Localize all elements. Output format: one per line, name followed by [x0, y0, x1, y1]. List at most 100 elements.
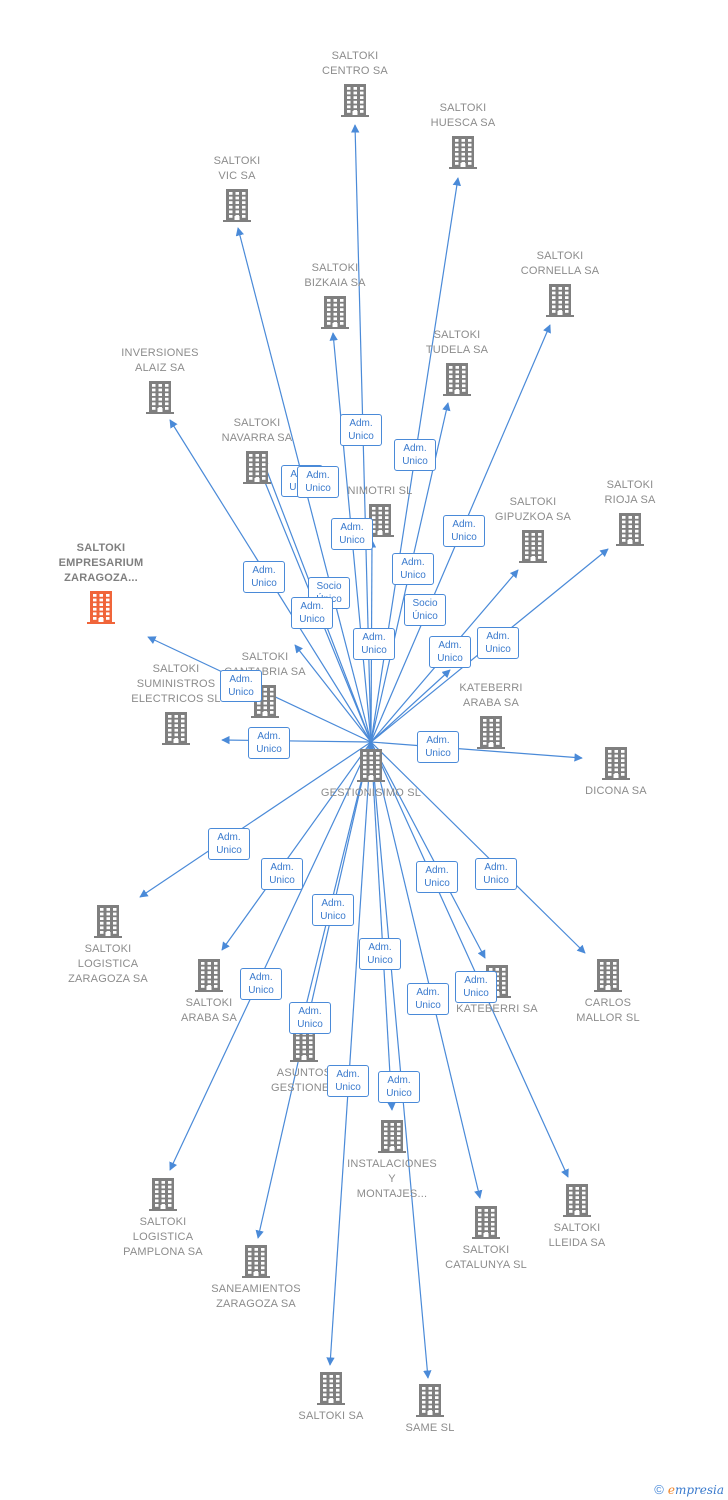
edge-to-saneamientos: [255, 741, 372, 1239]
building-icon: [101, 711, 251, 745]
node-suministros[interactable]: SALTOKI SUMINISTROS ELECTRICOS SL: [101, 662, 251, 745]
node-saltoki_sa[interactable]: SALTOKI SA: [256, 1371, 406, 1424]
node-label[interactable]: INVERSIONES ALAIZ SA: [121, 347, 199, 374]
role-badge-centro[interactable]: Adm. Unico: [340, 414, 382, 446]
node-label[interactable]: ASUNTOS GESTIONES: [271, 1067, 337, 1094]
building-icon: [416, 715, 566, 749]
node-label[interactable]: SALTOKI EMPRESARIUM ZARAGOZA...: [58, 542, 144, 584]
brand-logo[interactable]: empresia: [667, 1483, 724, 1497]
node-label[interactable]: SALTOKI ARABA SA: [180, 997, 237, 1024]
node-vic[interactable]: SALTOKI VIC SA: [162, 154, 312, 222]
building-icon: [388, 135, 538, 169]
node-lleida[interactable]: SALTOKI LLEIDA SA: [502, 1183, 652, 1251]
node-label[interactable]: SALTOKI CORNELLA SA: [520, 250, 600, 277]
node-label[interactable]: SALTOKI SA: [298, 1410, 364, 1422]
node-label[interactable]: SALTOKI GIPUZKOA SA: [494, 496, 572, 523]
footer-credit: ©empresia: [654, 1482, 724, 1497]
node-label[interactable]: SALTOKI VIC SA: [213, 155, 261, 182]
building-icon: [355, 1383, 505, 1417]
role-badge-tudela[interactable]: Adm. Unico: [392, 553, 434, 585]
role-badge-cantabria[interactable]: Adm. Unico: [291, 597, 333, 629]
node-label[interactable]: SALTOKI LOGISTICA PAMPLONA SA: [123, 1216, 203, 1258]
node-label[interactable]: SALTOKI SUMINISTROS ELECTRICOS SL: [131, 663, 221, 705]
role-badge-cornella[interactable]: Adm. Unico: [443, 515, 485, 547]
role-badge-carlos[interactable]: Adm. Unico: [475, 858, 517, 890]
node-asuntos[interactable]: ASUNTOS GESTIONES: [229, 1028, 379, 1096]
node-gestionisimo[interactable]: GESTIONISIMO SL: [296, 748, 446, 801]
node-cornella[interactable]: SALTOKI CORNELLA SA: [485, 249, 635, 317]
role-badge-same[interactable]: Adm. Unico: [378, 1071, 420, 1103]
role-badge-huesca[interactable]: Adm. Unico: [394, 439, 436, 471]
node-centro[interactable]: SALTOKI CENTRO SA: [280, 49, 430, 117]
node-nimotri[interactable]: NIMOTRI SL: [305, 484, 455, 537]
node-dicona[interactable]: DICONA SA: [541, 746, 691, 799]
node-label[interactable]: SALTOKI NAVARRA SA: [221, 417, 293, 444]
edge-to-log_pamplona: [169, 741, 372, 1171]
role-badge-kateberri[interactable]: Adm. Unico: [416, 861, 458, 893]
node-label[interactable]: DICONA SA: [585, 785, 647, 797]
node-bizkaia[interactable]: SALTOKI BIZKAIA SA: [260, 261, 410, 329]
role-badge-navarra[interactable]: Adm. Unico: [297, 466, 339, 498]
edge-to-cantabria: [294, 644, 372, 743]
role-badge-vic[interactable]: Adm. Unico: [353, 628, 395, 660]
node-label[interactable]: CARLOS MALLOR SL: [576, 997, 640, 1024]
node-label[interactable]: SALTOKI TUDELA SA: [425, 329, 489, 356]
role-badge-alaiz[interactable]: Adm. Unico: [243, 561, 285, 593]
edge-to-araba: [221, 741, 372, 951]
building-icon: [485, 283, 635, 317]
node-alaiz[interactable]: INVERSIONES ALAIZ SA: [85, 346, 235, 414]
role-badge-rioja[interactable]: Adm. Unico: [477, 627, 519, 659]
role-badge-empresarium[interactable]: Adm. Unico: [220, 670, 262, 702]
node-log_zaragoza[interactable]: SALTOKI LOGISTICA ZARAGOZA SA: [33, 904, 183, 987]
node-same[interactable]: SAME SL: [355, 1383, 505, 1436]
node-araba[interactable]: SALTOKI ARABA SA: [134, 958, 284, 1026]
node-label[interactable]: NIMOTRI SL: [347, 485, 413, 497]
node-label[interactable]: SAME SL: [405, 1422, 455, 1434]
node-huesca[interactable]: SALTOKI HUESCA SA: [388, 101, 538, 169]
building-icon: [229, 1028, 379, 1062]
role-badge-dicona[interactable]: Adm. Unico: [417, 731, 459, 763]
edge-to-kateberri: [370, 741, 486, 959]
node-label[interactable]: SALTOKI HUESCA SA: [430, 102, 496, 129]
role-badge-log_pamplona[interactable]: Adm. Unico: [240, 968, 282, 1000]
building-icon: [502, 1183, 652, 1217]
node-label[interactable]: KATEBERRI ARABA SA: [459, 682, 523, 709]
edge-to-dicona: [370, 741, 583, 762]
node-instalaciones[interactable]: INSTALACIONES Y MONTAJES...: [317, 1119, 467, 1202]
node-label[interactable]: SALTOKI LLEIDA SA: [548, 1222, 606, 1249]
node-label[interactable]: SALTOKI BIZKAIA SA: [304, 262, 366, 289]
node-rioja[interactable]: SALTOKI RIOJA SA: [555, 478, 705, 546]
role-badge-araba[interactable]: Adm. Unico: [261, 858, 303, 890]
node-label[interactable]: INSTALACIONES Y MONTAJES...: [347, 1158, 437, 1200]
role-badge-kateberri_araba[interactable]: Adm. Unico: [429, 636, 471, 668]
edge-to-kateberri_araba: [370, 669, 451, 743]
node-saneamientos[interactable]: SANEAMIENTOS ZARAGOZA SA: [181, 1244, 331, 1312]
node-tudela[interactable]: SALTOKI TUDELA SA: [382, 328, 532, 396]
role-badge-saltoki_sa[interactable]: Adm. Unico: [327, 1065, 369, 1097]
role-badge-suministros[interactable]: Adm. Unico: [248, 727, 290, 759]
role-badge-instalaciones[interactable]: Adm. Unico: [359, 938, 401, 970]
edge-to-suministros: [221, 735, 372, 745]
node-navarra[interactable]: SALTOKI NAVARRA SA: [182, 416, 332, 484]
role-badge-gipuzkoa[interactable]: Socio Único: [404, 594, 446, 626]
node-label[interactable]: SALTOKI CENTRO SA: [322, 50, 388, 77]
node-log_pamplona[interactable]: SALTOKI LOGISTICA PAMPLONA SA: [88, 1177, 238, 1260]
role-badge-saneamientos[interactable]: Adm. Unico: [289, 1002, 331, 1034]
role-badge-asuntos[interactable]: Adm. Unico: [312, 894, 354, 926]
node-label[interactable]: SALTOKI RIOJA SA: [604, 479, 656, 506]
node-gipuzkoa[interactable]: SALTOKI GIPUZKOA SA: [458, 495, 608, 563]
role-badge-catalunya[interactable]: Adm. Unico: [407, 983, 449, 1015]
edge-to-same: [370, 741, 432, 1379]
node-label[interactable]: KATEBERRI SA: [456, 1003, 538, 1015]
node-kateberri_araba[interactable]: KATEBERRI ARABA SA: [416, 681, 566, 749]
node-label[interactable]: SANEAMIENTOS ZARAGOZA SA: [211, 1283, 301, 1310]
node-label[interactable]: SALTOKI LOGISTICA ZARAGOZA SA: [68, 943, 148, 985]
role-badge-log_zaragoza[interactable]: Adm. Unico: [208, 828, 250, 860]
node-empresarium[interactable]: SALTOKI EMPRESARIUM ZARAGOZA...: [26, 541, 176, 624]
node-label[interactable]: SALTOKI CATALUNYA SL: [445, 1244, 527, 1271]
node-carlos[interactable]: CARLOS MALLOR SL: [533, 958, 683, 1026]
role-badge-lleida[interactable]: Adm. Unico: [455, 971, 497, 1003]
node-catalunya[interactable]: SALTOKI CATALUNYA SL: [411, 1205, 561, 1273]
role-badge-bizkaia[interactable]: Adm. Unico: [331, 518, 373, 550]
node-label[interactable]: GESTIONISIMO SL: [320, 787, 422, 799]
